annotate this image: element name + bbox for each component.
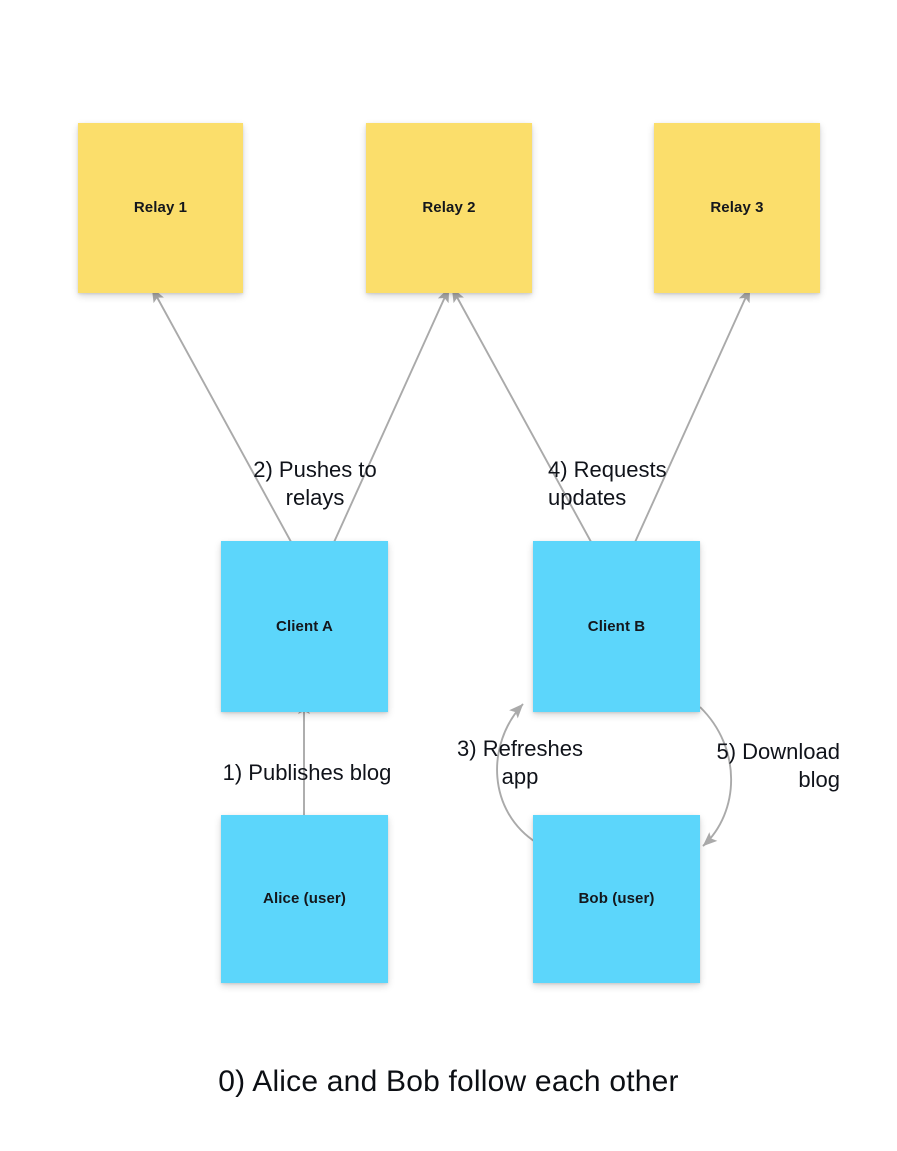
node-client-b[interactable]: Client B	[533, 541, 700, 712]
edge-label-publishes-blog: 1) Publishes blog	[222, 760, 392, 785]
node-label: Relay 2	[422, 199, 476, 216]
edge-requests-updates-relay2	[451, 287, 614, 583]
edge-label-refreshes-app: 3) Refreshes app	[457, 736, 583, 790]
diagram-caption: 0) Alice and Bob follow each other	[218, 1065, 679, 1098]
node-relay-2[interactable]: Relay 2	[366, 123, 532, 293]
node-relay-1[interactable]: Relay 1	[78, 123, 243, 293]
edge-label-pushes-to-relays: 2) Pushes to relays	[253, 457, 377, 511]
node-label: Alice (user)	[263, 890, 346, 907]
edge-pushes-to-relay1	[151, 287, 314, 583]
node-label: Relay 1	[133, 199, 188, 216]
node-alice-user[interactable]: Alice (user)	[221, 815, 388, 983]
node-label: Client A	[276, 617, 333, 635]
node-label: Bob (user)	[578, 890, 655, 907]
edge-pushes-to-relay2	[315, 287, 450, 583]
edge-label-download-blog: 5) Download blog	[716, 739, 840, 793]
node-bob-user[interactable]: Bob (user)	[533, 815, 700, 983]
node-label: Client B	[587, 617, 646, 635]
node-relay-3[interactable]: Relay 3	[654, 123, 820, 293]
node-label: Relay 3	[710, 199, 764, 216]
node-client-a[interactable]: Client A	[221, 541, 388, 712]
edge-requests-updates-relay3	[616, 287, 751, 583]
edge-label-requests-updates: 4) Requests updates	[548, 457, 667, 511]
